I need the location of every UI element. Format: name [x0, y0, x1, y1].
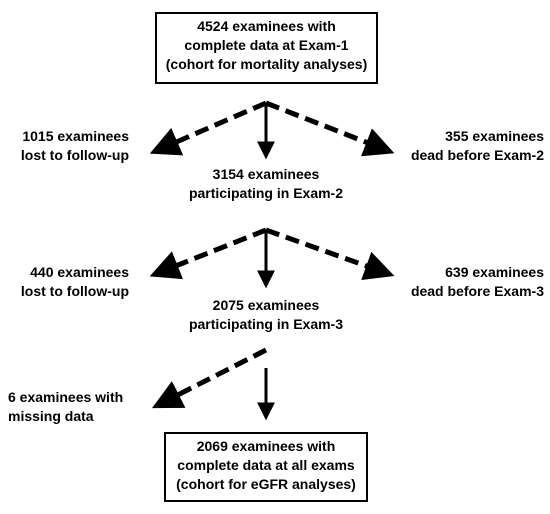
lost1-line-2: lost to follow-up [20, 147, 129, 163]
dead2-line-2: dead before Exam-3 [410, 283, 544, 299]
exam2-line-1: 3154 examinees [212, 166, 320, 182]
dead-before-exam2: 355 examinees dead before Exam-2 [411, 127, 544, 165]
exam3-participants: 2075 examinees participating in Exam-3 [166, 296, 366, 334]
lost2-line-2: lost to follow-up [20, 283, 129, 299]
arrow-to-lost2 [149, 227, 267, 280]
exam2-participants: 3154 examinees participating in Exam-2 [166, 165, 366, 203]
lost-to-followup-2: 440 examinees lost to follow-up [21, 263, 129, 301]
top-box-line-3: (cohort for mortality analyses) [165, 56, 368, 72]
exam2-line-2: participating in Exam-2 [188, 185, 344, 201]
exam3-line-2: participating in Exam-3 [188, 316, 344, 332]
missing-data: 6 examinees with missing data [8, 388, 123, 426]
bottom-box-line-3: (cohort for eGFR analyses) [176, 476, 356, 492]
dead2-line-1: 639 examinees [445, 264, 544, 280]
top-box-line-2: complete data at Exam-1 [184, 37, 349, 53]
bottom-box-line-1: 2069 examinees with [196, 438, 336, 454]
exam3-line-1: 2075 examinees [212, 297, 320, 313]
top-cohort-box: 4524 examinees with complete data at Exa… [155, 12, 378, 84]
arrow-to-dead1 [265, 100, 395, 157]
dead-before-exam3: 639 examinees dead before Exam-3 [411, 263, 544, 301]
arrow-to-lost1 [149, 100, 267, 156]
lost1-line-1: 1015 examinees [22, 128, 129, 144]
bottom-cohort-box: 2069 examinees with complete data at all… [164, 432, 368, 502]
missing-line-1: 6 examinees with [8, 389, 124, 405]
bottom-box-line-2: complete data at all exams [177, 457, 355, 473]
lost-to-followup-1: 1015 examinees lost to follow-up [21, 127, 129, 165]
dead1-line-2: dead before Exam-2 [410, 147, 544, 163]
top-box-line-1: 4524 examinees with [197, 18, 336, 34]
dead1-line-1: 355 examinees [445, 128, 544, 144]
arrow-to-dead2 [265, 227, 395, 281]
arrow-to-missing [151, 347, 268, 409]
lost2-line-1: 440 examinees [30, 264, 129, 280]
missing-line-2: missing data [8, 408, 94, 424]
